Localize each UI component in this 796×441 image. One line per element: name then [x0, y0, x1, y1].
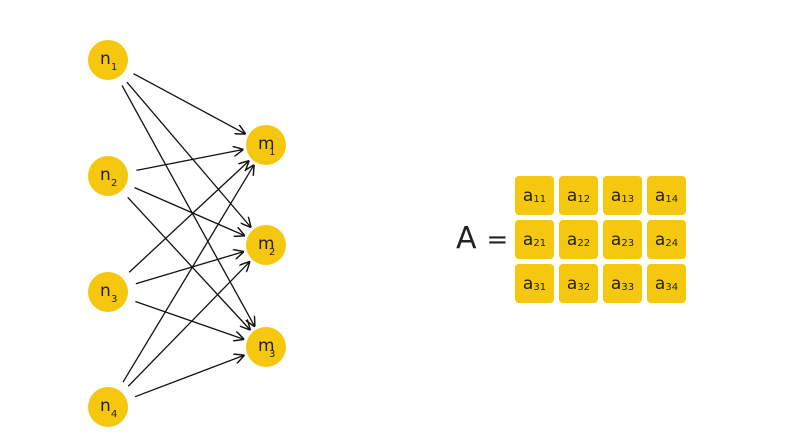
matrix-cell-subscript: 31: [533, 282, 547, 293]
output-node-1: m1: [246, 125, 286, 165]
output-node-circle: [246, 225, 286, 265]
output-node-label: m: [258, 336, 275, 356]
input-node-subscript: 1: [111, 62, 117, 73]
equals-sign: =: [486, 225, 509, 255]
edge-n3-m3: [135, 300, 243, 340]
edge-n1-m1: [133, 73, 245, 134]
matrix-cell-subscript: 34: [665, 282, 679, 293]
matrix-cell-base: a: [654, 229, 666, 250]
matrix-cell-base: a: [610, 273, 622, 294]
edges-group: [121, 73, 254, 398]
input-node-label: n: [100, 281, 111, 301]
input-node-label: n: [100, 165, 111, 185]
matrix-cell-subscript: 12: [577, 194, 591, 205]
edge-n4-m1: [122, 166, 254, 383]
input-node-circle: [88, 40, 128, 80]
matrix-cell-subscript: 22: [577, 238, 591, 249]
input-node-label: n: [100, 49, 111, 69]
output-node-3: m3: [246, 327, 286, 367]
matrix-cell-base: a: [610, 229, 622, 250]
output-node-label: m: [258, 134, 275, 154]
input-node-circle: [88, 387, 128, 427]
output-node-label: m: [258, 234, 275, 254]
matrix-cell-base: a: [522, 273, 534, 294]
matrix-cell-base: a: [654, 273, 666, 294]
matrix-cell-subscript: 11: [533, 194, 547, 205]
input-node-subscript: 2: [111, 178, 117, 189]
output-node-circle: [246, 327, 286, 367]
matrix-cell-subscript: 33: [621, 282, 635, 293]
edge-n3-m1: [128, 161, 248, 273]
output-node-subscript: 2: [269, 247, 275, 258]
matrix-cell-subscript: 23: [621, 238, 635, 249]
input-node-label: n: [100, 396, 111, 416]
output-node-subscript: 1: [269, 147, 275, 158]
input-node-circle: [88, 272, 128, 312]
matrix-cell-base: a: [654, 185, 666, 206]
edge-n2-m1: [136, 150, 242, 172]
edge-n3-m2: [135, 252, 243, 285]
output-node-subscript: 3: [269, 349, 275, 360]
matrix-cell-subscript: 32: [577, 282, 591, 293]
edge-n4-m3: [134, 356, 243, 398]
matrix-cell-base: a: [566, 185, 578, 206]
edge-n1-m2: [126, 81, 251, 227]
edge-n1-m3: [121, 85, 254, 326]
output-node-circle: [246, 125, 286, 165]
matrix-cell-base: a: [522, 229, 534, 250]
matrix-cell-base: a: [566, 273, 578, 294]
output-node-2: m2: [246, 225, 286, 265]
matrix-name: A: [456, 221, 477, 256]
equation: A=: [456, 221, 508, 256]
edge-n2-m2: [134, 187, 244, 236]
edge-n2-m3: [127, 196, 250, 329]
input-node-circle: [88, 156, 128, 196]
edge-n4-m2: [127, 262, 249, 387]
input-node-subscript: 3: [111, 294, 117, 305]
input-node-subscript: 4: [111, 409, 117, 420]
matrix-cell-subscript: 24: [665, 238, 679, 249]
matrix-cell-subscript: 14: [665, 194, 679, 205]
matrix-cell-base: a: [610, 185, 622, 206]
matrix-cell-base: a: [566, 229, 578, 250]
matrix-cell-base: a: [522, 185, 534, 206]
matrix-cell-subscript: 21: [533, 238, 547, 249]
matrix-cell-subscript: 13: [621, 194, 635, 205]
